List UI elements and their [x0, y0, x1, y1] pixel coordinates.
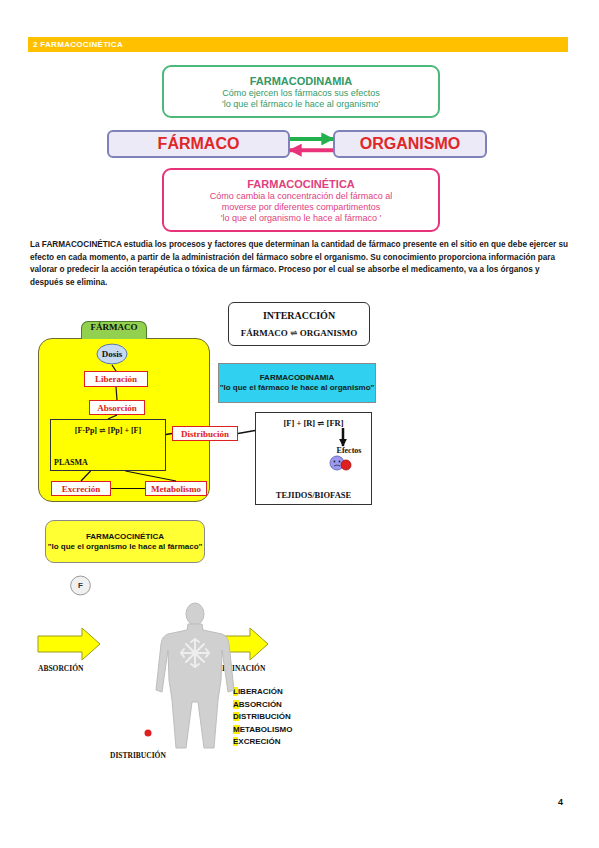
distribution-dot	[145, 730, 152, 737]
node-text: PLASMA	[54, 458, 88, 467]
node-text: "lo que el organismo le hace al fármaco"	[48, 542, 203, 552]
connector	[290, 148, 333, 152]
node-text: INTERACCIÓN	[263, 310, 335, 321]
elimination-arrow	[210, 628, 268, 660]
figure-label: ELIMINACIÓN	[212, 664, 265, 673]
node-text: Liberación	[95, 374, 137, 384]
drug-circle: F	[70, 575, 91, 596]
node-text: Dosis	[102, 349, 123, 359]
body-paragraph: La FARMACOCINÉTICA estudia los procesos …	[30, 239, 570, 289]
node-text: Absorción	[97, 403, 136, 413]
node-text: FARMACOCINÉTICA	[86, 532, 164, 542]
figure-label: ABSORCIÓN	[38, 664, 83, 673]
tissue-box: [F] + [R] ⇌ [FR] EfectosTEJIDOS/BIOFASE	[255, 412, 372, 505]
node-text: 'lo que el fármaco le hace al organismo'	[222, 99, 380, 110]
acronym-item: METABOLISMO	[233, 724, 292, 736]
node-text: [F-Pp] ⇌ [Pp] + [F]	[51, 425, 165, 435]
page-number: 4	[558, 797, 563, 807]
node-text: FÁRMACO	[158, 135, 240, 153]
concept-box: FARMACOCINÉTICACómo cambia la concentrac…	[162, 168, 440, 232]
node-text: ORGANISMO	[360, 135, 460, 153]
concept-box: FARMACODINAMIA"lo que el fármaco le hace…	[218, 363, 376, 403]
interaction-box: INTERACCIÓN FÁRMACO ⇌ ORGANISMO	[228, 302, 370, 346]
node-text: Efectos	[326, 446, 372, 455]
acronym-item: EXCRECIÓN	[233, 736, 281, 748]
concept-box: FARMACOCINÉTICA"lo que el organismo le h…	[45, 520, 205, 563]
process-box: Distribución	[172, 426, 238, 441]
absorption-arrow	[38, 628, 100, 660]
circulation-symbol	[181, 639, 209, 667]
node-text: [F] + [R] ⇌ [FR]	[256, 418, 371, 428]
node-text: Distribución	[181, 429, 229, 439]
human-head	[186, 603, 204, 625]
node-text: FARMACODINAMIA	[250, 74, 353, 88]
acronym-item: LIBERACIÓN	[233, 686, 283, 698]
node-text: Cómo cambia la concentración del fármaco…	[192, 191, 410, 213]
acronym-item: ABSORCIÓN	[233, 699, 282, 711]
concept-box: FARMACODINAMIACómo ejercen los fármacos …	[162, 65, 440, 118]
plasma-box: [F-Pp] ⇌ [Pp] + [F] PLASMA	[50, 419, 166, 471]
node-text: Metabolismo	[151, 484, 201, 494]
node-text: 'lo que el organismo le hace al fármaco …	[221, 213, 382, 224]
node-text: TEJIDOS/BIOFASE	[256, 490, 371, 500]
entity-box: FÁRMACO	[107, 130, 290, 158]
node-text: FÁRMACO	[81, 321, 147, 339]
process-box: Excreción	[51, 481, 111, 496]
oval-shape	[71, 576, 91, 595]
oval-shape	[97, 344, 127, 364]
process-box: Liberación	[84, 371, 148, 387]
node-text: 2 FARMACOCINÉTICA	[33, 40, 123, 49]
node-text: "lo que el fármaco le hace al organismo"	[220, 383, 375, 393]
section-band: 2 FARMACOCINÉTICA	[28, 37, 568, 52]
acronym-item: DISTRIBUCIÓN	[233, 711, 291, 723]
process-box: Absorción	[89, 400, 145, 415]
node-text: Excreción	[62, 484, 100, 494]
connector	[290, 137, 333, 141]
dose-oval: Dosis	[96, 343, 128, 365]
node-text: FÁRMACO ⇌ ORGANISMO	[241, 328, 358, 338]
process-box: Metabolismo	[145, 481, 207, 496]
node-text: Cómo ejercen los fármacos sus efectos	[222, 88, 380, 99]
node-text: F	[78, 581, 83, 590]
drug-container: FÁRMACODosisLiberaciónAbsorción[F-Pp] ⇌ …	[38, 338, 210, 502]
node-text: FARMACODINAMIA	[260, 373, 335, 383]
human-silhouette	[156, 624, 234, 748]
node-text: FARMACOCINÉTICA	[247, 177, 355, 191]
connector	[238, 431, 255, 434]
figure-label: DISTRIBUCIÓN	[110, 751, 166, 760]
entity-box: ORGANISMO	[333, 130, 487, 158]
